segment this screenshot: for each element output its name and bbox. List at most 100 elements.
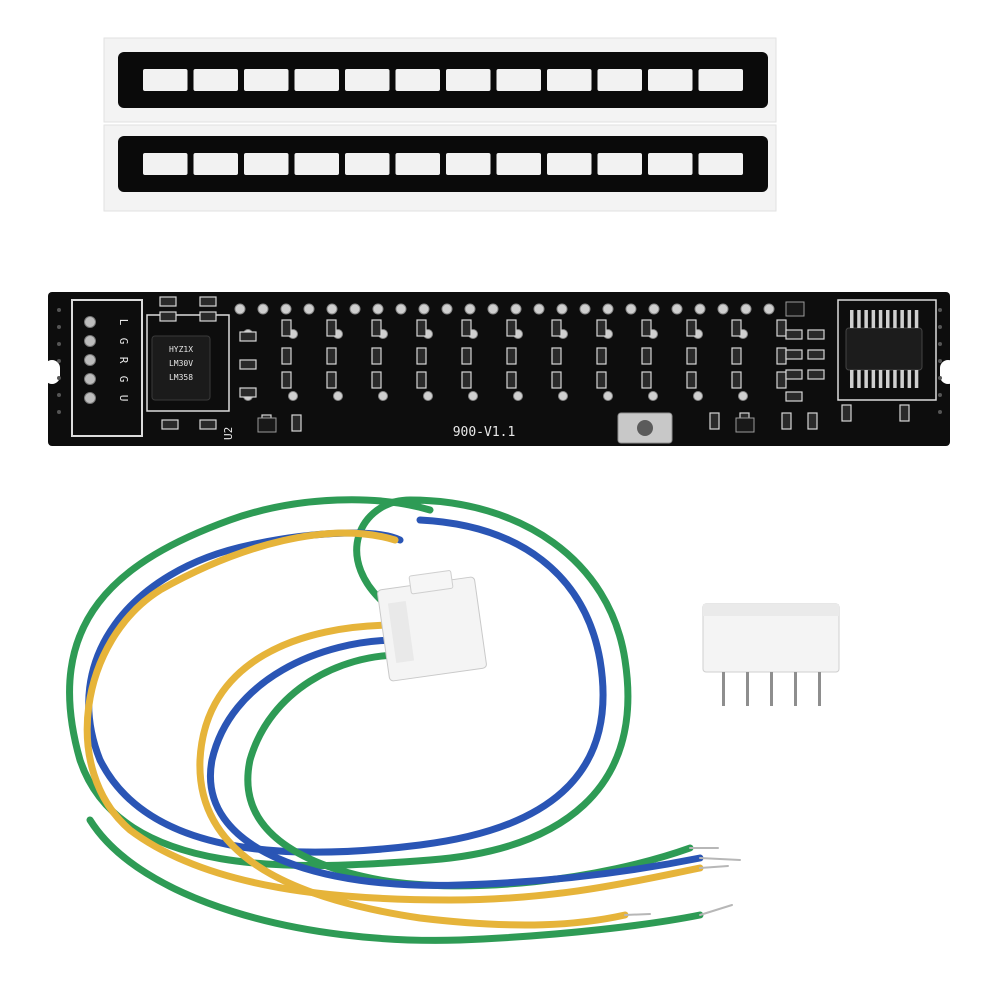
led-hole xyxy=(326,303,338,315)
led-segment xyxy=(244,153,289,175)
via-hole xyxy=(57,308,61,312)
led-hole xyxy=(372,303,384,315)
chip-marking-3: LM358 xyxy=(169,373,193,382)
smd-resistor xyxy=(199,419,217,430)
led-hole xyxy=(234,303,246,315)
smd-resistor xyxy=(281,347,292,365)
smd-resistor xyxy=(551,371,562,389)
smd-resistor xyxy=(239,359,257,370)
smd-resistor xyxy=(776,347,787,365)
smd-resistor xyxy=(199,311,217,322)
smd-resistor xyxy=(776,319,787,337)
led-segment xyxy=(496,153,541,175)
led-segment xyxy=(395,153,440,175)
smd-resistor xyxy=(461,319,472,337)
smd-resistor xyxy=(506,319,517,337)
smd-transistor xyxy=(735,417,755,433)
smd-resistor xyxy=(781,412,792,430)
smd-resistor xyxy=(326,319,337,337)
via-hole xyxy=(938,410,942,414)
pin-leg xyxy=(794,672,797,706)
ic-pin xyxy=(864,310,868,328)
wire-harness xyxy=(66,496,741,944)
ic-pin xyxy=(871,370,876,388)
led-hole xyxy=(510,303,522,315)
led-segment xyxy=(648,153,693,175)
smd-resistor xyxy=(731,347,742,365)
smd-resistor xyxy=(416,319,427,337)
smd-resistor xyxy=(281,371,292,389)
led-hole xyxy=(423,391,433,401)
smd-resistor xyxy=(785,329,803,340)
led-hole xyxy=(257,303,269,315)
header-pin-label: L xyxy=(117,319,130,326)
push-button xyxy=(617,412,673,444)
led-hole xyxy=(533,303,545,315)
led-segment xyxy=(496,69,541,91)
ic-pin xyxy=(900,370,904,388)
led-segment xyxy=(294,69,339,91)
smd-resistor xyxy=(731,319,742,337)
ic-pin xyxy=(857,370,861,388)
led-hole xyxy=(349,303,361,315)
driver-ic-pins xyxy=(850,310,919,388)
smd-resistor xyxy=(709,412,720,430)
via-hole xyxy=(938,376,942,380)
header-pin xyxy=(84,316,96,328)
smd-resistor xyxy=(371,319,382,337)
led-segment xyxy=(345,69,390,91)
led-segment xyxy=(244,69,289,91)
pin-header-legs xyxy=(722,672,821,706)
led-hole xyxy=(693,391,703,401)
led-hole xyxy=(513,391,523,401)
ic-pin xyxy=(893,310,897,328)
led-hole xyxy=(378,391,388,401)
header-pin-label: G xyxy=(117,338,130,345)
smd-resistor xyxy=(371,347,382,365)
chip-marking-1: HYZ1X xyxy=(169,345,193,354)
header-pin xyxy=(84,335,96,347)
via-hole xyxy=(57,359,61,363)
pcb-version-label: 900-V1.1 xyxy=(453,425,516,440)
via-hole xyxy=(57,325,61,329)
led-segment xyxy=(446,153,491,175)
led-segment xyxy=(294,153,339,175)
smd-resistor xyxy=(776,371,787,389)
smd-resistor xyxy=(596,319,607,337)
led-hole xyxy=(280,303,292,315)
smd-resistor xyxy=(686,319,697,337)
smd-resistor xyxy=(841,404,852,422)
smd-resistor xyxy=(686,347,697,365)
via-hole xyxy=(57,410,61,414)
led-bar-display-bottom xyxy=(103,124,777,212)
smd-resistor xyxy=(686,371,697,389)
led-hole xyxy=(579,303,591,315)
ic-pin xyxy=(886,370,890,388)
pin-leg xyxy=(770,672,773,706)
smd-resistor xyxy=(807,349,825,360)
led-segment xyxy=(698,153,743,175)
smd-resistor xyxy=(291,414,302,432)
smd-resistor xyxy=(371,371,382,389)
smd-resistor xyxy=(239,387,257,398)
led-segment xyxy=(143,153,188,175)
ic-pin xyxy=(914,370,919,388)
led-hole xyxy=(694,303,706,315)
smd-resistor xyxy=(461,371,472,389)
pin-leg xyxy=(818,672,821,706)
led-hole xyxy=(487,303,499,315)
smd-resistor xyxy=(551,319,562,337)
header-pin-label: R xyxy=(117,357,130,364)
smd-resistor xyxy=(326,371,337,389)
led-hole xyxy=(303,303,315,315)
wire-yellow-inner xyxy=(196,621,629,929)
smd-resistor xyxy=(239,331,257,342)
led-segment xyxy=(648,69,693,91)
via-hole xyxy=(938,308,942,312)
opamp-chip: HYZ1X LM30V LM358 xyxy=(151,335,211,401)
led-segment xyxy=(547,153,592,175)
smd-resistor xyxy=(551,347,562,365)
via-hole xyxy=(57,376,61,380)
ic-pin xyxy=(893,370,897,388)
